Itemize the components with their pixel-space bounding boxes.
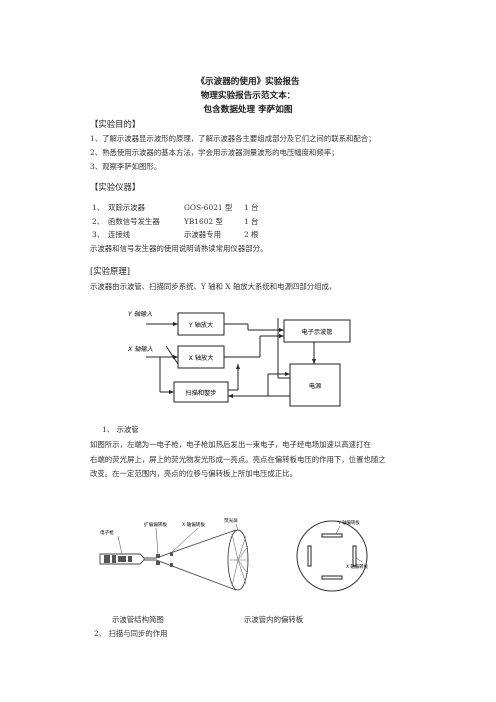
equipment-row-1-name: 双踪示波器 bbox=[108, 203, 145, 212]
subsection-1-line-3: 改变。在一定范围内，亮点的位移与偏转板上所加电压成正比。 bbox=[90, 469, 297, 478]
power-label: 电源 bbox=[309, 382, 321, 390]
principle-heading: [实验原理] bbox=[90, 266, 131, 276]
crt-structure-drawing: 电子枪 扩偏偏转板 X 轴偏转板 荧光屏 bbox=[99, 517, 249, 591]
purpose-item-1: 1、了解示波器显示波形的原理，了解示波器各主要组成部分及它们之间的联系和配合； bbox=[90, 134, 376, 143]
subsection-1-line-2: 右端的荧光屏上，屏上的荧光物发光形成一亮点。亮点在偏转板电压的作用下，位置也随之 bbox=[90, 455, 386, 464]
power-box bbox=[289, 363, 341, 407]
purpose-item-3: 3、观察李萨如图形。 bbox=[90, 162, 162, 171]
oscilloscope-block-diagram: Y 轴输入 X 轴输入 Y 轴放大 X 轴放大 扫描和整步 电子示波管 电源 bbox=[128, 310, 351, 407]
deflection-plates-drawing: Y 轴偏转板 X 轴偏转板 bbox=[296, 519, 369, 592]
principle-intro: 示波器由示波管、扫描同步系统、Y 轴和 X 轴放大系统和电源四部分组成， bbox=[90, 282, 337, 291]
equipment-row-1-num: 1、 bbox=[92, 203, 105, 212]
crt-label: 电子示波管 bbox=[302, 328, 333, 336]
subsection-2-heading: 2、 扫描与同步的作用 bbox=[94, 629, 168, 638]
equipment-row-1-qty: 1 台 bbox=[244, 203, 259, 212]
subsection-1-heading: 1、 示波管 bbox=[102, 425, 139, 434]
equipment-row-3-num: 3、 bbox=[92, 230, 105, 239]
equipment-row-3-name: 连接线 bbox=[108, 230, 131, 239]
purpose-heading: 【实验目的】 bbox=[90, 119, 141, 129]
equipment-row-3-qty: 2 根 bbox=[244, 230, 259, 239]
y-input-label: Y 轴输入 bbox=[128, 310, 152, 318]
subsection-1-line-1: 如图所示，左端为一电子枪，电子枪加热后发出一束电子，电子经电场加速以高速打在 bbox=[90, 440, 371, 449]
x-plate-label: X 轴偏转板 bbox=[182, 521, 205, 528]
report-subtitle-2: 包含数据处理 李萨如图 bbox=[203, 105, 293, 115]
top-plate-label: Y 轴偏转板 bbox=[337, 519, 360, 526]
report-subtitle: 物理实验报告示范文本： bbox=[200, 91, 296, 101]
equipment-row-1-model: GOS-6021 型 bbox=[184, 203, 233, 212]
purpose-item-2: 2、熟悉使用示波器的基本方法，学会用示波器测量波形的电压幅度和频率； bbox=[90, 148, 339, 157]
caption-crt-structure: 示波管结构简图 bbox=[112, 615, 164, 624]
crt-box bbox=[283, 319, 351, 343]
side-plate-label: X 轴偏转板 bbox=[346, 563, 369, 570]
x-input-label: X 轴输入 bbox=[128, 345, 153, 353]
caption-deflection-plates: 示波管内的偏转板 bbox=[244, 615, 304, 624]
y-amp-label: Y 轴放大 bbox=[188, 321, 213, 329]
equipment-heading: 【实验仪器】 bbox=[90, 182, 141, 192]
screen-label: 荧光屏 bbox=[224, 517, 238, 524]
x-amp-label: X 轴放大 bbox=[189, 354, 214, 362]
equipment-row-2-name: 函数信号发生器 bbox=[108, 217, 160, 226]
equipment-row-2-num: 2、 bbox=[92, 217, 105, 226]
report-title: 《示波器的使用》实验报告 bbox=[196, 77, 300, 87]
equipment-row-2-model: YB1602 型 bbox=[184, 217, 223, 226]
y-plate-label: 扩偏偏转板 bbox=[144, 521, 167, 528]
equipment-note: 示波器和信号发生器的使用说明请熟读常用仪器部分。 bbox=[90, 244, 268, 253]
gun-label: 电子枪 bbox=[100, 529, 114, 536]
equipment-row-3-model: 示波器专用 bbox=[184, 230, 221, 239]
equipment-row-2-qty: 1 台 bbox=[244, 217, 259, 226]
sweep-label: 扫描和整步 bbox=[186, 389, 217, 397]
